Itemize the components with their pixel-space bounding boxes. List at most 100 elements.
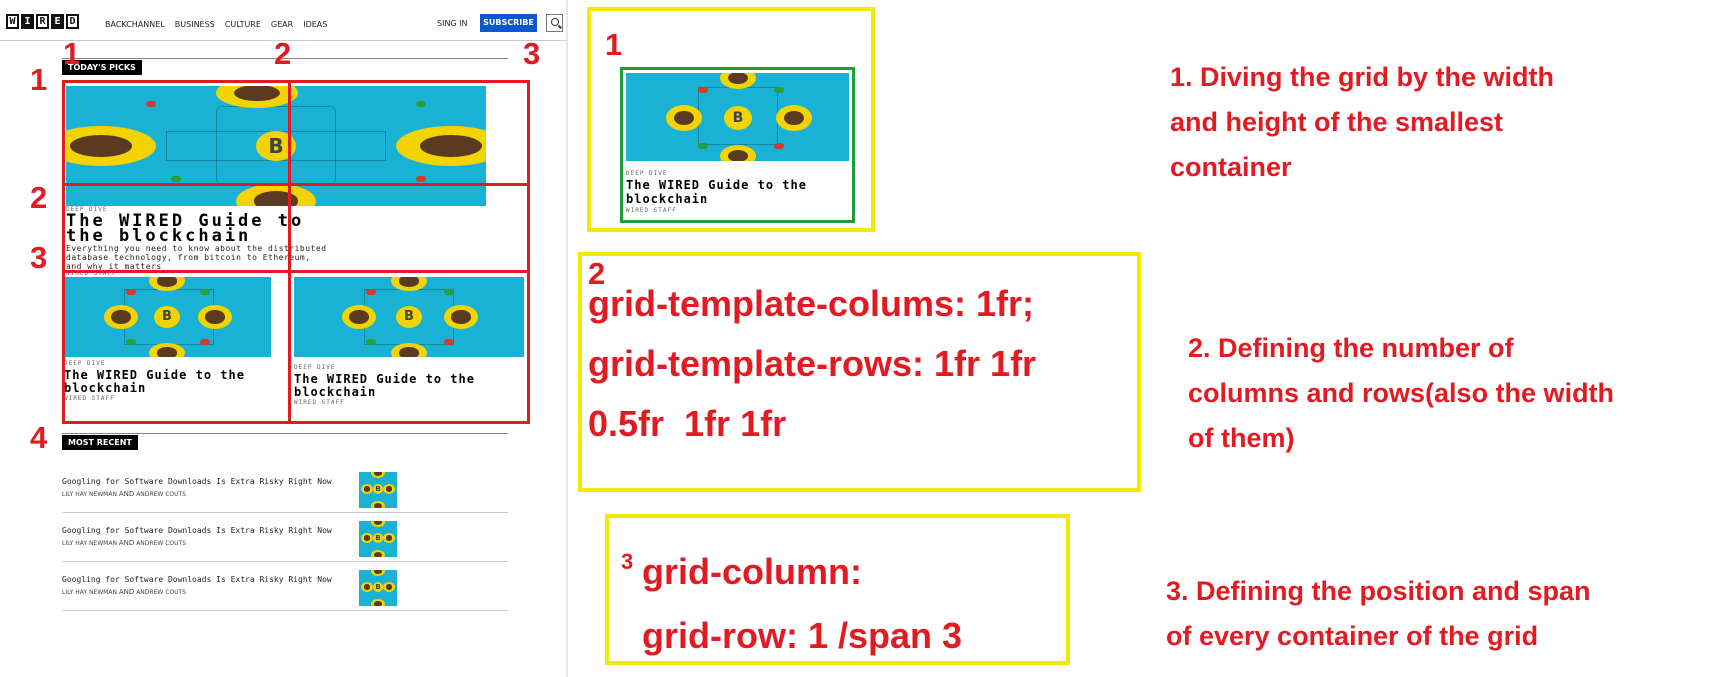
panel-number: 2 xyxy=(588,256,606,291)
bitcoin-icon: B xyxy=(373,533,383,543)
wired-logo[interactable]: W I R E D xyxy=(6,14,79,29)
card-image[interactable]: B xyxy=(294,277,524,357)
list-item[interactable]: Googling for Software Downloads Is Extra… xyxy=(62,562,508,611)
card-kicker: DEEP DIVE xyxy=(64,360,106,367)
wired-page-mock: W I R E D BACKCHANNEL BUSINESS CULTURE G… xyxy=(0,0,566,677)
coin-graphic xyxy=(149,277,185,291)
nav-item-culture[interactable]: CULTURE xyxy=(224,20,261,29)
coin-graphic xyxy=(361,582,373,592)
recent-title[interactable]: Googling for Software Downloads Is Extra… xyxy=(62,477,332,486)
card-image[interactable]: B xyxy=(64,277,271,357)
card-title-line2[interactable]: blockchain xyxy=(294,385,377,399)
recent-title[interactable]: Googling for Software Downloads Is Extra… xyxy=(62,526,332,535)
feature-dek-line2: database technology, from bitcoin to Eth… xyxy=(66,253,311,262)
panel-number: 3 xyxy=(621,549,634,574)
step1-description-line2: and height of the smallest xyxy=(1170,107,1504,137)
card-byline: WIRED STAFF xyxy=(64,395,115,402)
grid-column-number: 2 xyxy=(274,36,292,71)
card-title-line1[interactable]: The WIRED Guide to the xyxy=(294,372,475,386)
coin-graphic xyxy=(236,184,316,206)
section-divider xyxy=(62,58,508,59)
node-dot xyxy=(698,143,708,149)
author-conjunction: AND xyxy=(118,490,135,498)
coin-graphic xyxy=(383,533,395,543)
author-name[interactable]: LILY HAY NEWMAN xyxy=(62,589,117,596)
author-name[interactable]: LILY HAY NEWMAN xyxy=(62,540,117,547)
grid-row-line xyxy=(62,270,530,273)
feature-image[interactable]: B xyxy=(66,86,486,206)
search-button[interactable] xyxy=(546,14,563,32)
node-dot xyxy=(366,289,376,295)
author-name[interactable]: ANDREW COUTS xyxy=(136,589,186,596)
nav-item-ideas[interactable]: IDEAS xyxy=(303,20,328,29)
recent-authors: LILY HAY NEWMAN AND ANDREW COUTS xyxy=(62,490,186,498)
node-dot xyxy=(416,101,426,107)
panel-smallest-container: 1 B DEEP DIVE The WIRED Guide to the blo… xyxy=(587,7,875,232)
node-dot xyxy=(126,289,136,295)
card-byline: WIRED STAFF xyxy=(294,399,345,406)
feature-headline-line1[interactable]: The WIRED Guide to xyxy=(66,211,305,231)
logo-letter: E xyxy=(51,14,64,29)
coin-graphic xyxy=(444,305,478,329)
section-divider xyxy=(62,433,508,434)
header-divider xyxy=(0,40,566,41)
card-image: B xyxy=(626,73,849,161)
grid-column-number: 1 xyxy=(63,36,81,71)
sign-in-link[interactable]: SING IN xyxy=(437,19,468,28)
most-recent-label: MOST RECENT xyxy=(62,435,138,450)
coin-graphic xyxy=(666,105,702,131)
step2-description-line1: 2. Defining the number of xyxy=(1188,333,1514,363)
list-item[interactable]: Googling for Software Downloads Is Extra… xyxy=(62,513,508,562)
coin-graphic xyxy=(371,570,385,576)
coin-graphic xyxy=(371,472,385,478)
coin-graphic xyxy=(720,73,756,89)
card-title-line2[interactable]: blockchain xyxy=(64,381,147,395)
logo-letter: D xyxy=(66,14,79,29)
author-name[interactable]: ANDREW COUTS xyxy=(136,491,186,498)
step1-description-line3: container xyxy=(1170,152,1292,182)
coin-graphic xyxy=(104,305,138,329)
card-title-line1: The WIRED Guide to the xyxy=(626,178,807,192)
card-title-line1[interactable]: The WIRED Guide to the xyxy=(64,368,245,382)
search-icon-handle xyxy=(558,24,562,29)
node-dot xyxy=(200,289,210,295)
coin-graphic xyxy=(371,521,385,527)
feature-byline: WIRED STAFF xyxy=(66,270,117,277)
coin-graphic xyxy=(371,550,385,557)
code-line: 0.5fr 1fr 1fr xyxy=(588,403,787,444)
coin-graphic xyxy=(383,484,395,494)
list-item[interactable]: Googling for Software Downloads Is Extra… xyxy=(62,464,508,513)
subscribe-button[interactable]: SUBSCRIBE xyxy=(480,14,537,32)
thumbnail-image[interactable]: B xyxy=(359,521,397,557)
bitcoin-icon: B xyxy=(154,306,180,328)
step3-description-line2: of every container of the grid xyxy=(1166,621,1539,651)
coin-graphic xyxy=(391,343,427,357)
coin-graphic xyxy=(198,305,232,329)
coin-graphic xyxy=(383,582,395,592)
node-dot xyxy=(774,87,784,93)
feature-headline-line2[interactable]: the blockchain xyxy=(66,226,252,246)
panel-placement-definition: 3 grid-column: grid-row: 1 /span 3 xyxy=(605,514,1070,665)
code-line: grid-row: 1 /span 3 xyxy=(642,615,963,656)
panel-template-definition: 2 grid-template-colums: 1fr; grid-templa… xyxy=(578,252,1141,492)
todays-picks-label: TODAY'S PICKS xyxy=(62,60,142,75)
coin-graphic xyxy=(396,126,486,166)
bitcoin-icon: B xyxy=(724,106,752,130)
grid-row-line xyxy=(62,183,530,186)
thumbnail-image[interactable]: B xyxy=(359,472,397,508)
feature-dek-line3: and why it matters xyxy=(66,262,162,271)
coin-graphic xyxy=(371,501,385,508)
author-name[interactable]: LILY HAY NEWMAN xyxy=(62,491,117,498)
nav-item-gear[interactable]: GEAR xyxy=(270,20,294,29)
author-name[interactable]: ANDREW COUTS xyxy=(136,540,186,547)
smallest-container-card: B DEEP DIVE The WIRED Guide to the block… xyxy=(620,67,855,223)
coin-graphic xyxy=(391,277,427,291)
nav-item-backchannel[interactable]: BACKCHANNEL xyxy=(105,20,165,29)
step2-description-line3: of them) xyxy=(1188,423,1295,453)
node-dot xyxy=(444,289,454,295)
thumbnail-image[interactable]: B xyxy=(359,570,397,606)
grid-row-number: 3 xyxy=(30,240,48,275)
grid-row-number: 4 xyxy=(30,420,48,455)
recent-title[interactable]: Googling for Software Downloads Is Extra… xyxy=(62,575,332,584)
nav-item-business[interactable]: BUSINESS xyxy=(174,20,215,29)
